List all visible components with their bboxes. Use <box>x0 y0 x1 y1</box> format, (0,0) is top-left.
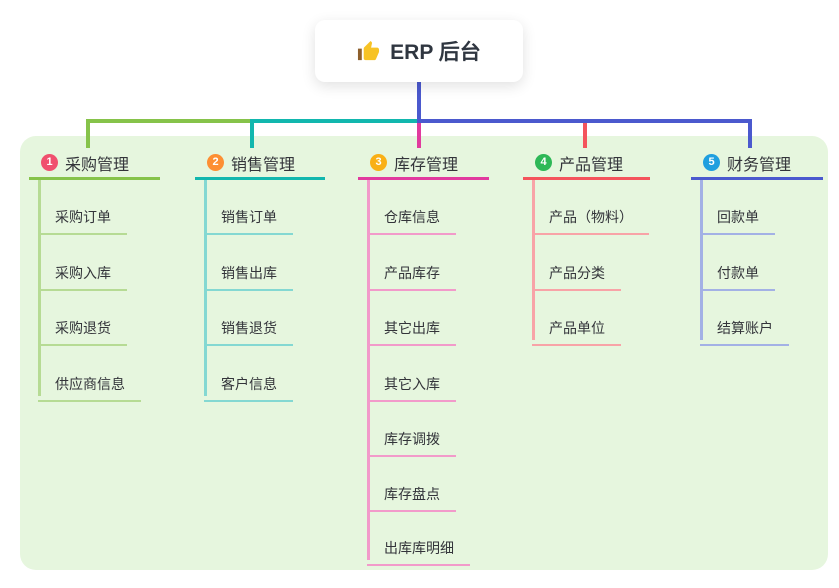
child-node[interactable]: 结算账户 <box>700 308 789 346</box>
child-node[interactable]: 销售退货 <box>204 308 293 346</box>
child-node[interactable]: 付款单 <box>700 253 775 291</box>
child-node[interactable]: 供应商信息 <box>38 364 141 402</box>
branch-label: 财务管理 <box>727 156 792 174</box>
branch-number-badge: 1 <box>41 154 58 171</box>
root-title: ERP 后台 <box>390 41 481 64</box>
branch4-drop-line <box>583 121 587 148</box>
branch-number-badge: 3 <box>370 154 387 171</box>
child-node[interactable]: 库存盘点 <box>367 474 456 512</box>
child-node[interactable]: 销售订单 <box>204 197 293 235</box>
child-node[interactable]: 出库库明细 <box>367 528 470 566</box>
bus-segment-blue <box>417 119 752 123</box>
branch-number-badge: 4 <box>535 154 552 171</box>
child-node[interactable]: 销售出库 <box>204 253 293 291</box>
branch5-drop-line <box>748 121 752 148</box>
branch-node-inventory[interactable]: 3 库存管理 <box>358 148 489 180</box>
branch-label: 库存管理 <box>394 156 459 174</box>
bus-segment-green <box>86 119 254 123</box>
child-node[interactable]: 回款单 <box>700 197 775 235</box>
branch-label: 销售管理 <box>231 156 296 174</box>
child-node[interactable]: 其它入库 <box>367 364 456 402</box>
root-connector-stem <box>417 82 421 122</box>
branch-label: 采购管理 <box>65 156 130 174</box>
mindmap-background-panel <box>20 136 828 570</box>
child-node[interactable]: 采购入库 <box>38 253 127 291</box>
branch3-drop-line <box>417 121 421 148</box>
branch4-child-connector <box>532 179 535 340</box>
child-node[interactable]: 其它出库 <box>367 308 456 346</box>
bus-segment-teal <box>250 119 421 123</box>
branch1-child-connector <box>38 179 41 396</box>
child-node[interactable]: 库存调拨 <box>367 419 456 457</box>
branch2-child-connector <box>204 179 207 396</box>
branch5-child-connector <box>700 179 703 340</box>
branch-label: 产品管理 <box>559 156 624 174</box>
child-node[interactable]: 仓库信息 <box>367 197 456 235</box>
branch3-child-connector <box>367 179 370 560</box>
branch-node-purchase[interactable]: 1 采购管理 <box>29 148 160 180</box>
branch-number-badge: 5 <box>703 154 720 171</box>
thumbs-up-icon <box>357 40 380 63</box>
child-node[interactable]: 产品（物料） <box>532 197 649 235</box>
child-node[interactable]: 采购订单 <box>38 197 127 235</box>
child-node[interactable]: 产品库存 <box>367 253 456 291</box>
child-node[interactable]: 产品分类 <box>532 253 621 291</box>
branch2-drop-line <box>250 121 254 148</box>
child-node[interactable]: 采购退货 <box>38 308 127 346</box>
branch-node-finance[interactable]: 5 财务管理 <box>691 148 823 180</box>
branch-number-badge: 2 <box>207 154 224 171</box>
branch-node-sales[interactable]: 2 销售管理 <box>195 148 325 180</box>
root-node[interactable]: ERP 后台 <box>315 20 523 82</box>
branch-node-product[interactable]: 4 产品管理 <box>523 148 650 180</box>
child-node[interactable]: 客户信息 <box>204 364 293 402</box>
child-node[interactable]: 产品单位 <box>532 308 621 346</box>
branch1-drop-line <box>86 121 90 148</box>
